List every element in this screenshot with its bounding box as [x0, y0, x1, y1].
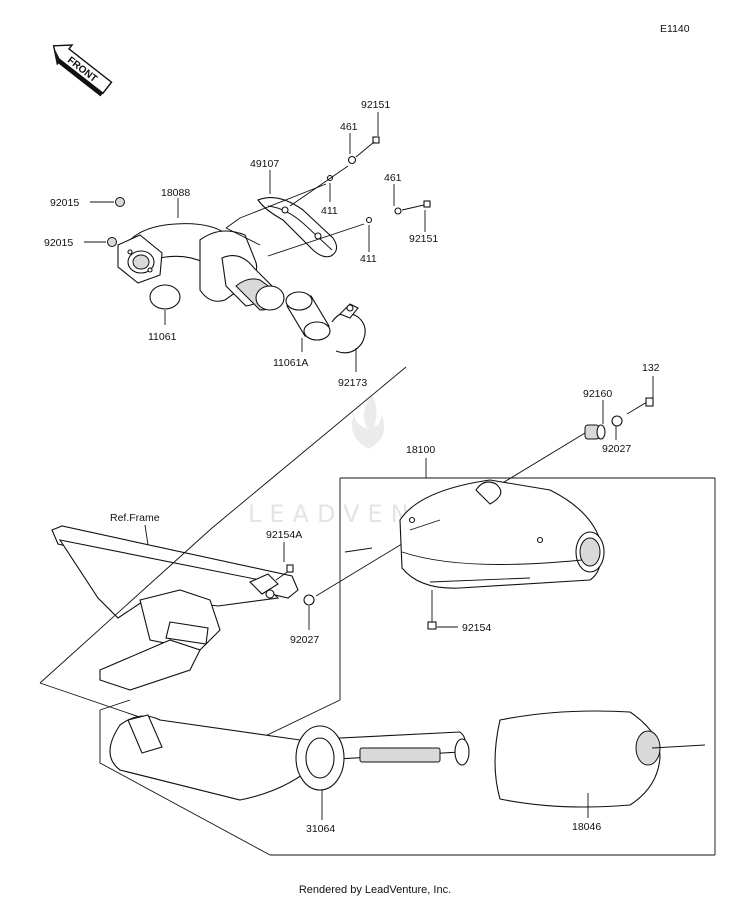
washer-461-right	[394, 207, 402, 215]
part-label-132: 132	[642, 362, 660, 374]
exhaust-pipe-31064	[109, 714, 470, 801]
pipe-sleeve-11061A	[285, 291, 331, 341]
silencer-cover-18046	[494, 710, 706, 808]
washer-411-right	[365, 216, 373, 224]
grommet-92160	[584, 424, 606, 440]
gasket-11061	[149, 284, 181, 310]
nut-92015-b	[107, 237, 117, 247]
part-label-92027-lower: 92027	[290, 634, 319, 646]
part-label-461-top: 461	[340, 121, 358, 133]
washer-461-top	[347, 155, 357, 165]
part-label-18100: 18100	[406, 444, 435, 456]
diagram-id: E1140	[660, 23, 690, 35]
part-label-92173: 92173	[338, 377, 367, 389]
part-label-11061: 11061	[148, 331, 177, 343]
part-label-92015-a: 92015	[50, 197, 79, 209]
washer-92027-upper	[611, 415, 623, 427]
washer-92027-lower	[303, 594, 315, 606]
part-label-92151-right: 92151	[409, 233, 438, 245]
part-label-92160: 92160	[583, 388, 612, 400]
assembly-boundary-lines	[39, 366, 716, 856]
bolt-92151-right	[401, 200, 431, 211]
header-pipe-18088	[117, 223, 285, 311]
part-label-11061A: 11061A	[273, 357, 308, 369]
leader-lines-top	[84, 112, 426, 372]
front-arrow-icon: FRONT	[52, 44, 113, 97]
part-label-92027-upper: 92027	[602, 443, 631, 455]
bolt-92154	[427, 590, 437, 630]
clamp-92173	[331, 303, 366, 354]
frame-reference	[51, 525, 299, 691]
silencer-18100	[344, 479, 605, 589]
bolt-92154A	[275, 564, 294, 581]
part-label-31064: 31064	[306, 823, 335, 835]
part-label-411-top: 411	[321, 205, 338, 217]
part-label-92151-top: 92151	[361, 99, 390, 111]
heat-guard-49107	[257, 197, 338, 258]
bolt-92151-top	[355, 136, 380, 158]
ref-frame-leader	[144, 524, 149, 546]
part-label-461-right: 461	[384, 172, 402, 184]
part-label-92154A: 92154A	[266, 529, 302, 541]
bolt-132	[626, 397, 654, 415]
part-label-411-right: 411	[360, 253, 377, 265]
nut-92015-a	[115, 197, 125, 207]
ref-frame-label: Ref.Frame	[110, 512, 160, 524]
part-label-18088: 18088	[161, 187, 190, 199]
part-label-92015-b: 92015	[44, 237, 73, 249]
part-label-92154: 92154	[462, 622, 491, 634]
footer-credit: Rendered by LeadVenture, Inc.	[298, 884, 452, 896]
part-labels: 92151 461 49107 411 461 18088 92015 9201…	[44, 99, 660, 835]
part-label-18046: 18046	[572, 821, 601, 833]
part-label-49107: 49107	[250, 158, 279, 170]
